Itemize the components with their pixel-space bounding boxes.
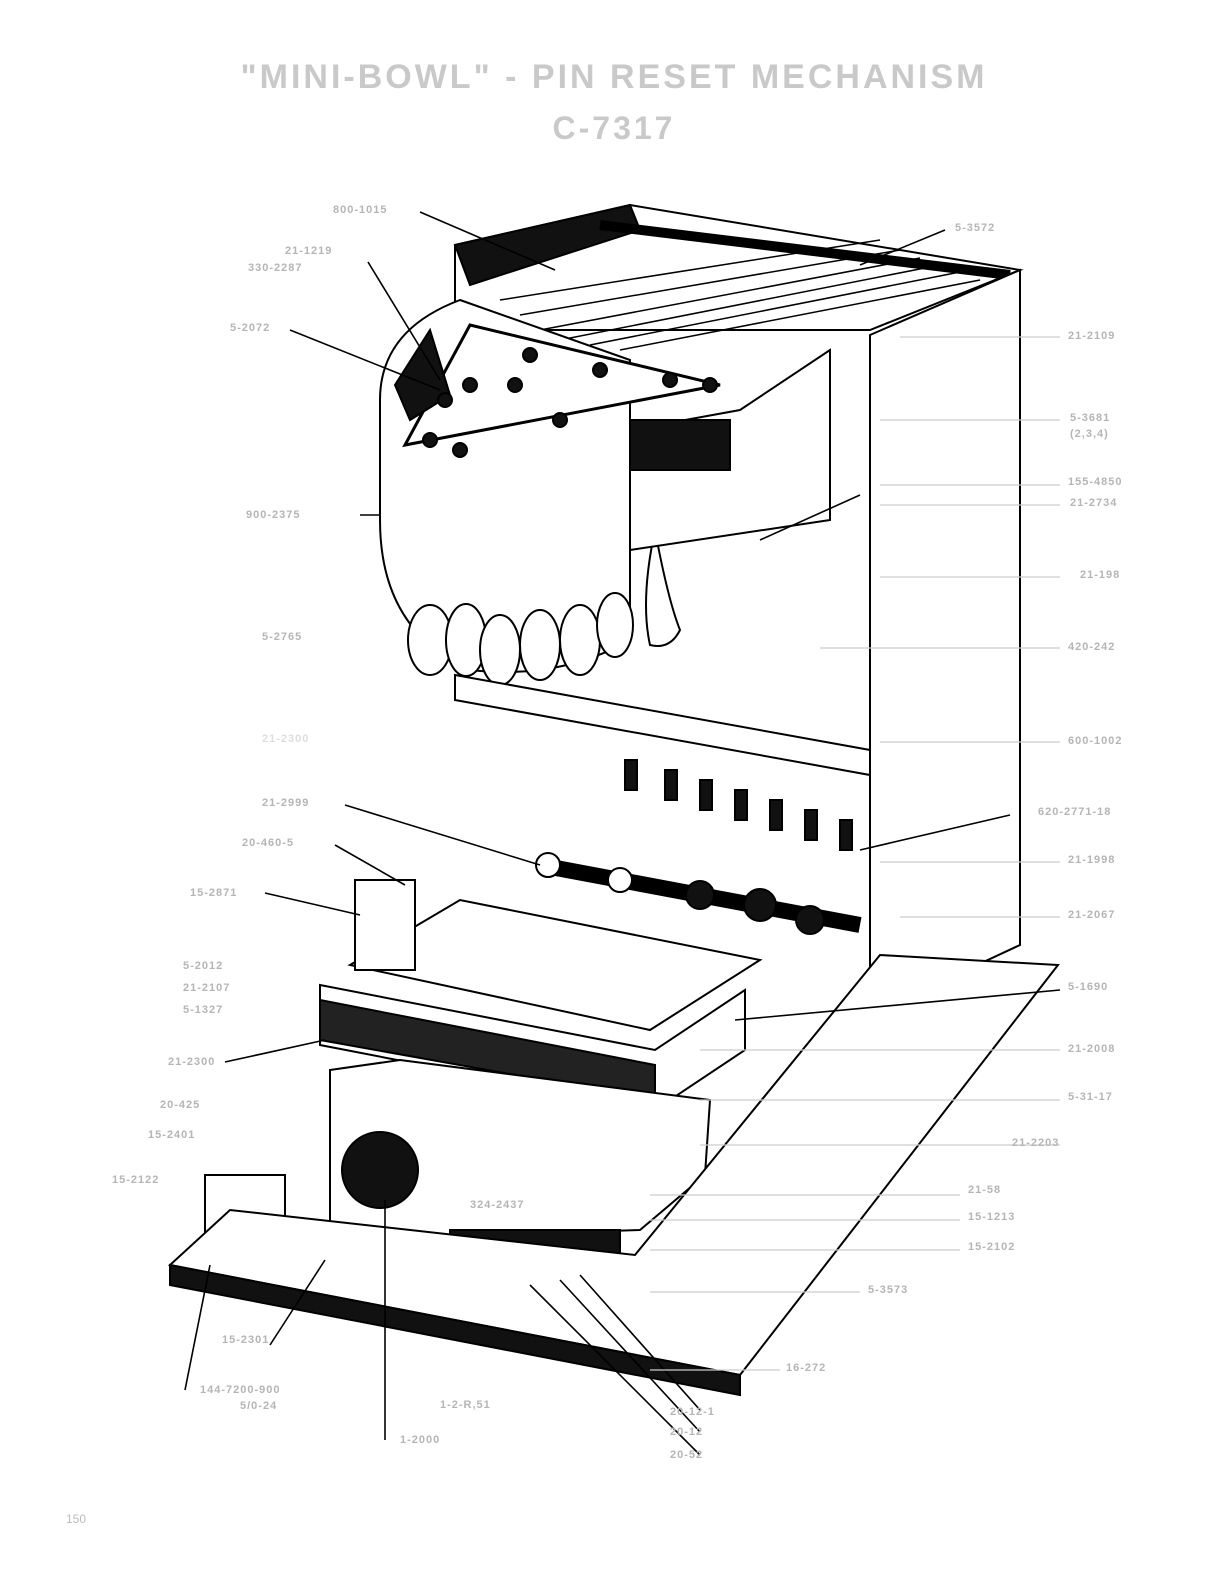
deflector-plate — [454, 673, 871, 777]
part-label: 5/0-24 — [240, 1400, 278, 1412]
deflector-fingers — [624, 759, 853, 851]
part-label: 21-2999 — [262, 797, 310, 809]
part-label: 5-1327 — [183, 1004, 224, 1016]
part-label: 20-425 — [160, 1099, 201, 1111]
solenoid-bank — [347, 898, 763, 1032]
part-label: 20-12 — [670, 1426, 704, 1438]
part-label: 21-2300 — [168, 1056, 216, 1068]
page-number: 150 — [66, 1512, 87, 1526]
diagram-title: "MINI-BOWL" - PIN RESET MECHANISM — [240, 58, 988, 96]
part-label: 5-3572 — [955, 222, 996, 234]
part-label: 15-2871 — [190, 887, 238, 899]
part-label: 15-2301 — [222, 1334, 270, 1346]
part-label: 21-2008 — [1068, 1043, 1116, 1055]
part-label: 330-2287 — [248, 262, 303, 274]
part-label: 5-1690 — [1068, 981, 1109, 993]
part-label: 155-4850 — [1068, 476, 1123, 488]
part-label: 15-2102 — [968, 1241, 1016, 1253]
part-label: 15-2401 — [148, 1129, 196, 1141]
leader-lines — [184, 211, 1061, 1456]
part-label: 21-2300 — [262, 733, 310, 745]
side-panel — [869, 268, 1021, 1017]
part-label: 5-2765 — [262, 631, 303, 643]
part-label: 21-2734 — [1070, 497, 1118, 509]
part-label: 21-2203 — [1012, 1137, 1060, 1149]
part-label: 324-2437 — [470, 1199, 525, 1211]
part-label: 5-3681 — [1070, 412, 1111, 424]
part-label: 21-2067 — [1068, 909, 1116, 921]
part-label: 5-2012 — [183, 960, 224, 972]
base-dark-edge — [169, 1263, 741, 1397]
part-label: 21-58 — [968, 1184, 1002, 1196]
part-label: 20-460-5 — [242, 837, 295, 849]
part-label: 16-272 — [786, 1362, 827, 1374]
part-label: 1-2-R,51 — [440, 1399, 491, 1411]
solenoid-bracket — [354, 879, 416, 971]
part-label: 5-3573 — [868, 1284, 909, 1296]
cams — [535, 852, 825, 935]
part-label: 21-198 — [1080, 569, 1121, 581]
part-label: (2,3,4) — [1070, 428, 1109, 440]
part-label: 5-31-17 — [1068, 1091, 1113, 1103]
part-label: 620-2771-18 — [1038, 806, 1112, 818]
part-label: 20-12-1 — [670, 1406, 715, 1418]
part-label: 21-1219 — [285, 245, 333, 257]
pin-spots — [422, 347, 718, 458]
part-label: 15-2122 — [112, 1174, 160, 1186]
part-label: 5-2072 — [230, 322, 271, 334]
part-label: 15-1213 — [968, 1211, 1016, 1223]
diagram-part-number: C-7317 — [552, 110, 676, 146]
faint-leader-lines — [650, 336, 1060, 1371]
part-label: 600-1002 — [1068, 735, 1123, 747]
part-label: 21-2109 — [1068, 330, 1116, 342]
part-label: 420-242 — [1068, 641, 1116, 653]
motor — [341, 1131, 419, 1209]
part-label: 20-52 — [670, 1449, 704, 1461]
part-label: 21-2107 — [183, 982, 231, 994]
part-label: 800-1015 — [333, 204, 388, 216]
part-label: 1-2000 — [400, 1434, 441, 1446]
part-label: 900-2375 — [246, 509, 301, 521]
part-label: 144-7200-900 — [200, 1384, 281, 1396]
guide-block — [629, 419, 731, 471]
part-label: 21-1998 — [1068, 854, 1116, 866]
rack-bar — [599, 220, 1011, 280]
